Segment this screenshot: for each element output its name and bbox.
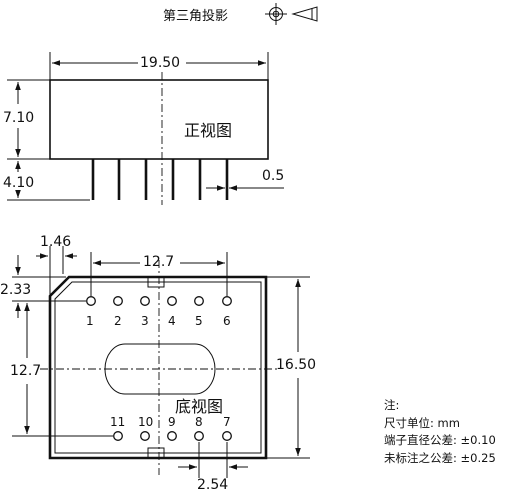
front-view: 正视图 19.50 7.10 4.10 0.5 <box>3 52 284 205</box>
front-view-pins <box>91 159 229 200</box>
projection-label: 第三角投影 <box>163 8 228 24</box>
dim-overall-height: 16.50 <box>276 357 316 373</box>
pin-number: 10 <box>138 415 153 429</box>
notes-units: 尺寸单位: mm <box>384 416 460 430</box>
pin-hole <box>140 296 150 306</box>
pin-hole <box>113 431 123 441</box>
pin-number: 5 <box>195 314 203 328</box>
bottom-view-title: 底视图 <box>175 397 223 416</box>
top-pin-holes <box>86 296 232 306</box>
pin-hole <box>86 296 96 306</box>
pin-number: 1 <box>86 314 94 328</box>
pin-hole <box>113 296 123 306</box>
pin-number: 7 <box>223 415 231 429</box>
pin-number: 2 <box>114 314 122 328</box>
pin-number: 8 <box>195 415 203 429</box>
dim-offset-y: 2.33 <box>0 282 31 298</box>
dim-pin-width: 0.5 <box>262 168 284 184</box>
pin-hole <box>222 296 232 306</box>
dim-pin-span-x: 12.7 <box>143 254 174 270</box>
dim-pin-length: 4.10 <box>3 175 34 191</box>
dim-offset-x: 1.46 <box>40 234 71 250</box>
notes-pin-tolerance: 端子直径公差: ±0.10 <box>384 433 496 447</box>
bottom-view-notch-top <box>147 276 165 288</box>
notes-general-tolerance: 未标注之公差: ±0.25 <box>384 451 496 465</box>
pin-hole <box>167 431 177 441</box>
pin-number: 6 <box>223 314 231 328</box>
pin-hole <box>194 431 204 441</box>
pin-number: 4 <box>168 314 176 328</box>
third-angle-projection-icon <box>265 3 318 25</box>
bottom-view-notch-bottom <box>147 447 165 459</box>
bottom-view: 1 2 3 4 5 6 11 10 9 8 7 底视图 1.46 <box>0 234 316 493</box>
front-view-body <box>49 79 269 160</box>
pin-hole <box>140 431 150 441</box>
dim-pin-span-y: 12.7 <box>10 363 41 379</box>
bottom-pin-numbers: 11 10 9 8 7 <box>110 415 231 429</box>
dim-height: 7.10 <box>3 110 34 126</box>
pin-hole <box>194 296 204 306</box>
dim-width: 19.50 <box>140 55 180 71</box>
pin-number: 9 <box>168 415 176 429</box>
front-view-title: 正视图 <box>184 121 232 140</box>
top-pin-numbers: 1 2 3 4 5 6 <box>86 314 231 328</box>
notes: 注: 尺寸单位: mm 端子直径公差: ±0.10 未标注之公差: ±0.25 <box>384 398 496 465</box>
dim-pitch: 2.54 <box>197 477 228 493</box>
pin-number: 3 <box>141 314 149 328</box>
notes-heading: 注: <box>384 398 399 412</box>
pin-number: 11 <box>110 415 125 429</box>
bottom-view-body-outer <box>48 275 268 460</box>
bottom-view-body-inner <box>54 281 262 454</box>
bottom-pin-holes <box>113 431 232 441</box>
pin-hole <box>167 296 177 306</box>
bottom-view-window <box>104 343 216 395</box>
pin-hole <box>222 431 232 441</box>
